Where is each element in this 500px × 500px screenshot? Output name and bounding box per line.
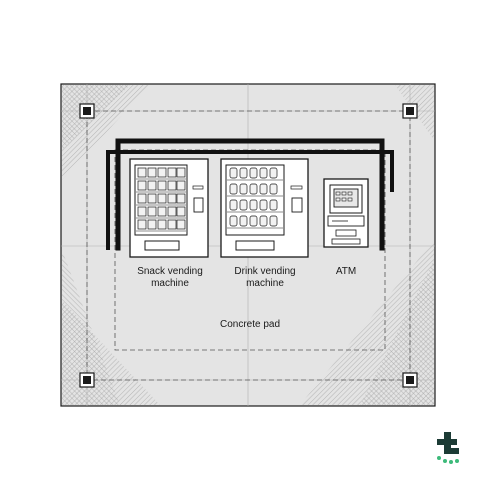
drink-machine-label-line1: Drink vending <box>234 266 296 277</box>
brand-logo-icon <box>437 432 459 464</box>
snack-machine-label: Snack vending machine <box>124 266 216 290</box>
pad-outline-dashed <box>86 110 411 381</box>
snack-vending-machine <box>129 158 209 258</box>
drink-vending-machine <box>220 158 309 258</box>
snack-machine-label-line2: machine <box>151 278 189 289</box>
drink-machine-label-line2: machine <box>246 278 284 289</box>
slab-hatching <box>62 85 434 405</box>
canopy-frame <box>106 138 394 251</box>
concrete-pad-label: Concrete pad <box>219 319 281 330</box>
drink-machine-label: Drink vending machine <box>218 266 312 290</box>
atm-label: ATM <box>335 266 357 277</box>
snack-machine-label-line1: Snack vending <box>137 266 203 277</box>
corner-posts <box>79 103 418 388</box>
atm-machine <box>323 178 369 248</box>
